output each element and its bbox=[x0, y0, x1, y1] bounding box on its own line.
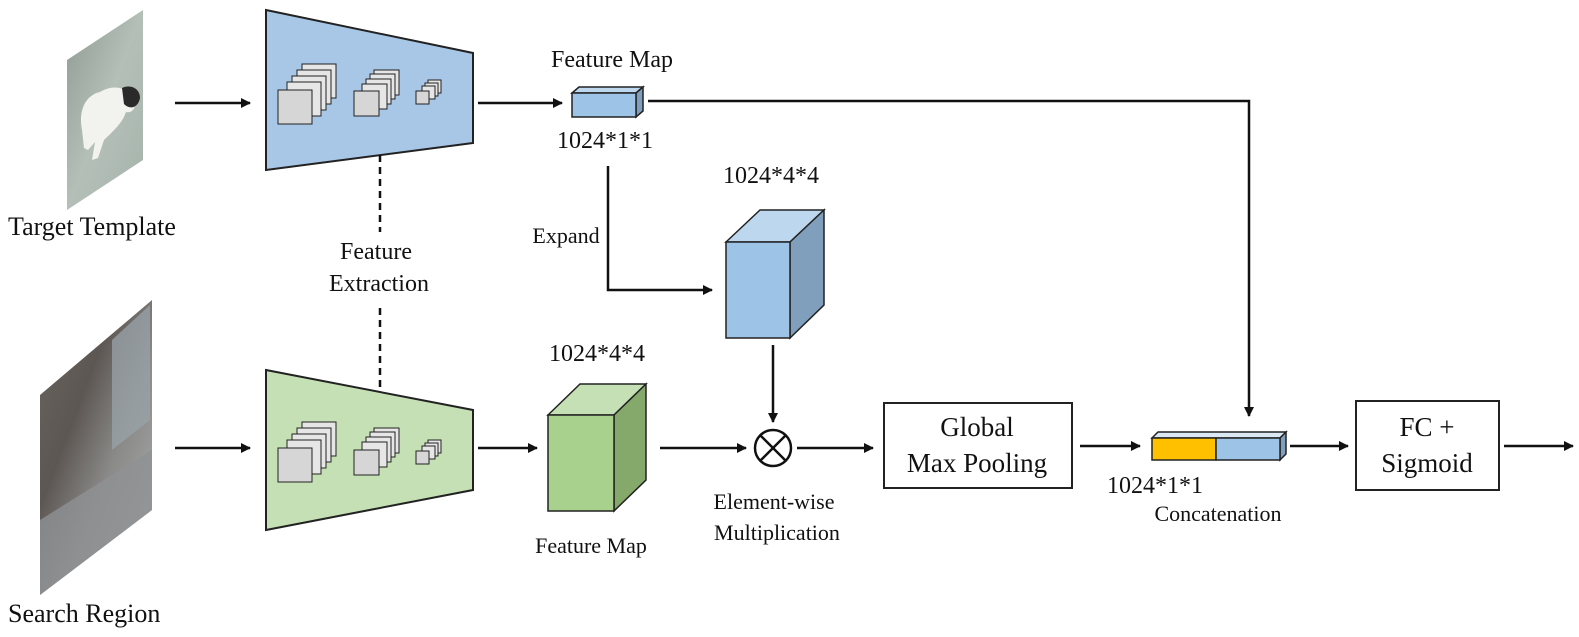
global-max-pooling-box bbox=[883, 402, 1073, 489]
concat-gmp-segment bbox=[1151, 437, 1217, 461]
search-feature-cube bbox=[546, 382, 648, 513]
feature-stack-small bbox=[415, 439, 442, 465]
search-region-image bbox=[40, 300, 152, 595]
expand-label: Expand bbox=[532, 223, 599, 248]
feature-stack-medium bbox=[353, 427, 400, 476]
search-region-label: Search Region bbox=[8, 599, 160, 628]
arrow-template-to-concat bbox=[648, 99, 1254, 417]
concatenation-label: Concatenation bbox=[1154, 501, 1281, 526]
elementwise-label-2: Multiplication bbox=[714, 520, 840, 545]
feature-stack-large bbox=[277, 63, 337, 125]
concat-dim-label: 1024*1*1 bbox=[1107, 473, 1203, 499]
expanded-template-cube bbox=[724, 208, 826, 340]
fc-label-2: Sigmoid bbox=[1381, 448, 1473, 478]
search-backbone bbox=[265, 368, 474, 532]
arrow-expand bbox=[606, 166, 713, 295]
feature-extraction-label-1: Feature bbox=[340, 239, 412, 265]
feature-stack-small bbox=[415, 79, 442, 105]
elementwise-label-1: Element-wise bbox=[714, 489, 835, 514]
circled-times-icon bbox=[753, 428, 793, 468]
feature-stack-medium bbox=[353, 69, 400, 117]
expanded-dim-label: 1024*4*4 bbox=[723, 163, 819, 189]
concatenated-feature-vector bbox=[1150, 430, 1288, 462]
concat-template-segment bbox=[1215, 437, 1281, 461]
target-template-image bbox=[67, 10, 143, 210]
fc-label-1: FC + bbox=[1399, 412, 1454, 442]
search-map-dim-label: 1024*4*4 bbox=[549, 341, 645, 367]
gmp-label-1: Global bbox=[940, 412, 1014, 442]
gmp-label-2: Max Pooling bbox=[907, 448, 1047, 478]
feature-extraction-label-2: Extraction bbox=[329, 271, 429, 297]
template-feature-map bbox=[569, 85, 646, 119]
feature-map-bottom-label: Feature Map bbox=[535, 533, 647, 558]
template-map-dim-label: 1024*1*1 bbox=[557, 128, 653, 154]
target-template-label: Target Template bbox=[8, 212, 176, 241]
fc-sigmoid-box bbox=[1355, 400, 1500, 491]
feature-stack-large bbox=[277, 421, 337, 483]
template-backbone bbox=[265, 8, 474, 172]
feature-map-top-label: Feature Map bbox=[551, 47, 673, 73]
